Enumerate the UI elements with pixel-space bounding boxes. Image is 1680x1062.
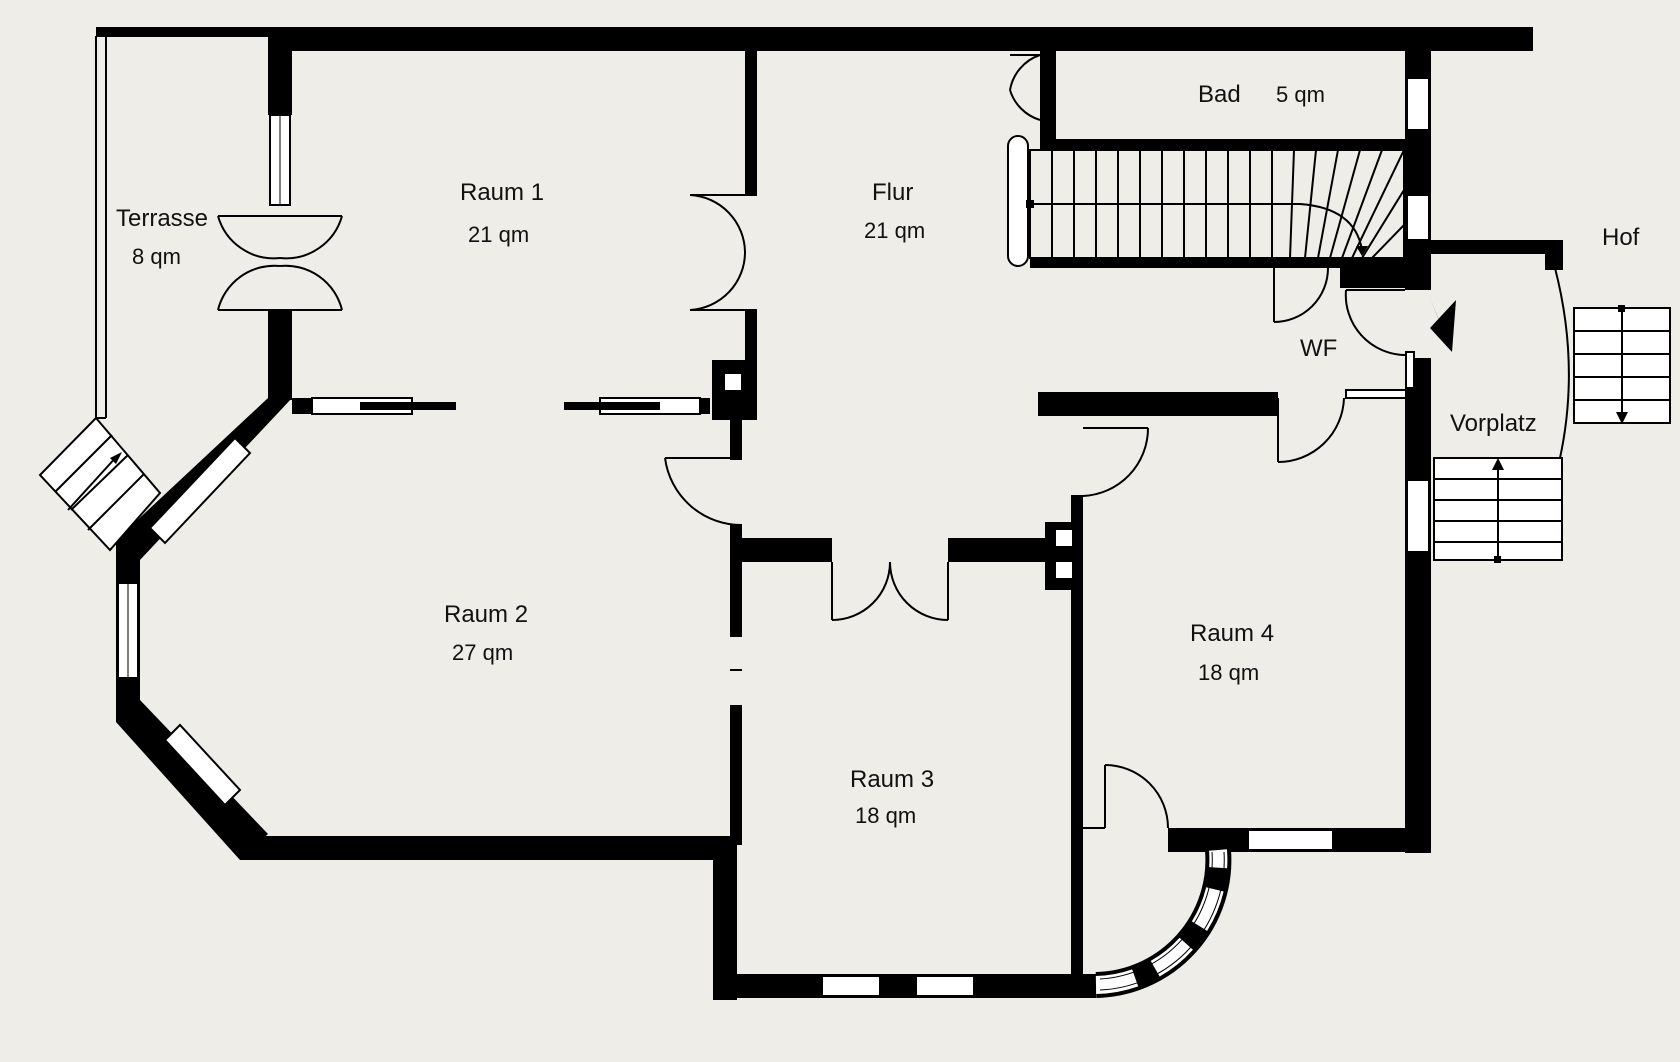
wall-stair-bottom — [1030, 258, 1410, 268]
wall-top — [268, 27, 1533, 51]
wall-raum4-top-cap — [1266, 392, 1278, 416]
terrasse-stair-arrow — [110, 452, 122, 464]
wall-raum4-top — [1038, 392, 1266, 416]
room-labels: Terrasse 8 qm Raum 1 21 qm Flur 21 qm Ba… — [116, 81, 1640, 828]
hof-stairs — [1573, 307, 1671, 424]
label-raum2-area: 27 qm — [452, 640, 513, 665]
label-raum4-area: 18 qm — [1198, 660, 1259, 685]
wall-raum3-raum4-lower — [1071, 828, 1083, 998]
wall-flur-left-lower — [730, 420, 742, 460]
wall-raum2-bottom — [240, 836, 718, 860]
window-wf — [1345, 389, 1407, 399]
label-bad-area: 5 qm — [1276, 82, 1325, 107]
label-raum1-name: Raum 1 — [460, 179, 544, 206]
window-raum2-diagonal-upper — [148, 436, 252, 545]
sliding-door-bars — [360, 402, 660, 410]
wall-raum3-raum4 — [1071, 495, 1083, 835]
vorplatz-stairs — [1433, 457, 1563, 561]
wall-bad-bottom — [1040, 139, 1410, 151]
label-flur-area: 21 qm — [864, 218, 925, 243]
doors — [217, 54, 1406, 829]
wall-raum3-left — [713, 836, 737, 1000]
stair-direction-arrow — [1356, 246, 1368, 256]
stair-start-dot — [1026, 200, 1034, 208]
window-raum4-right — [1406, 479, 1430, 553]
label-bad-name: Bad — [1198, 81, 1241, 108]
vorplatz-stair-arrow — [1492, 458, 1504, 470]
hof-curve — [1554, 267, 1570, 459]
window-raum2-diagonal-lower — [163, 723, 242, 807]
wall-bad-left — [1040, 45, 1056, 145]
label-raum2-name: Raum 2 — [444, 601, 528, 628]
wall-raum1-left-upper — [268, 27, 292, 115]
wall-raum3-top-right — [948, 538, 1048, 562]
label-wf-name: WF — [1300, 335, 1337, 362]
bay-window — [1095, 848, 1232, 998]
wall-raum4-right — [1405, 358, 1431, 853]
window-bad-right — [1406, 77, 1430, 131]
wall-wf-top — [1340, 258, 1410, 288]
wall-raum2-raum3-lower — [730, 705, 742, 845]
wall-raum3-bottom — [713, 974, 1096, 998]
wall-inset-squares — [725, 374, 1072, 578]
label-raum1-area: 21 qm — [468, 222, 529, 247]
window-raum3-bottom-right — [915, 975, 975, 997]
terrasse-outline — [95, 36, 107, 419]
wall-hof-cap — [1545, 240, 1563, 270]
hof-stair-arrow — [1616, 412, 1628, 424]
label-raum4-name: Raum 4 — [1190, 620, 1274, 647]
window-raum4-bottom — [1247, 829, 1334, 851]
window-raum3-bottom-left — [821, 975, 881, 997]
stair-direction-line — [1030, 203, 1363, 251]
window-wf-side — [1405, 351, 1415, 389]
label-terrasse-area: 8 qm — [132, 244, 181, 269]
hof-stair-start — [1618, 305, 1625, 312]
wall-flur-left-upper — [745, 45, 757, 195]
label-vorplatz-name: Vorplatz — [1450, 410, 1537, 437]
label-raum3-name: Raum 3 — [850, 766, 934, 793]
vorplatz-stair-start — [1494, 556, 1501, 563]
label-raum3-area: 18 qm — [855, 803, 916, 828]
terrasse-stairs — [38, 416, 162, 552]
wall-diagonal-lower — [116, 700, 268, 860]
wall-hof — [1405, 240, 1563, 254]
wall-raum3-top-left — [730, 538, 832, 562]
main-staircase — [1007, 135, 1405, 267]
entrance-arrow-icon-fill — [1430, 300, 1456, 352]
label-hof-name: Hof — [1602, 224, 1640, 251]
window-stair-right — [1406, 194, 1430, 241]
label-terrasse-name: Terrasse — [116, 205, 208, 232]
label-flur-name: Flur — [872, 179, 913, 206]
wall-raum1-left-lower — [268, 310, 292, 400]
wall-top-left-cap — [96, 27, 268, 37]
